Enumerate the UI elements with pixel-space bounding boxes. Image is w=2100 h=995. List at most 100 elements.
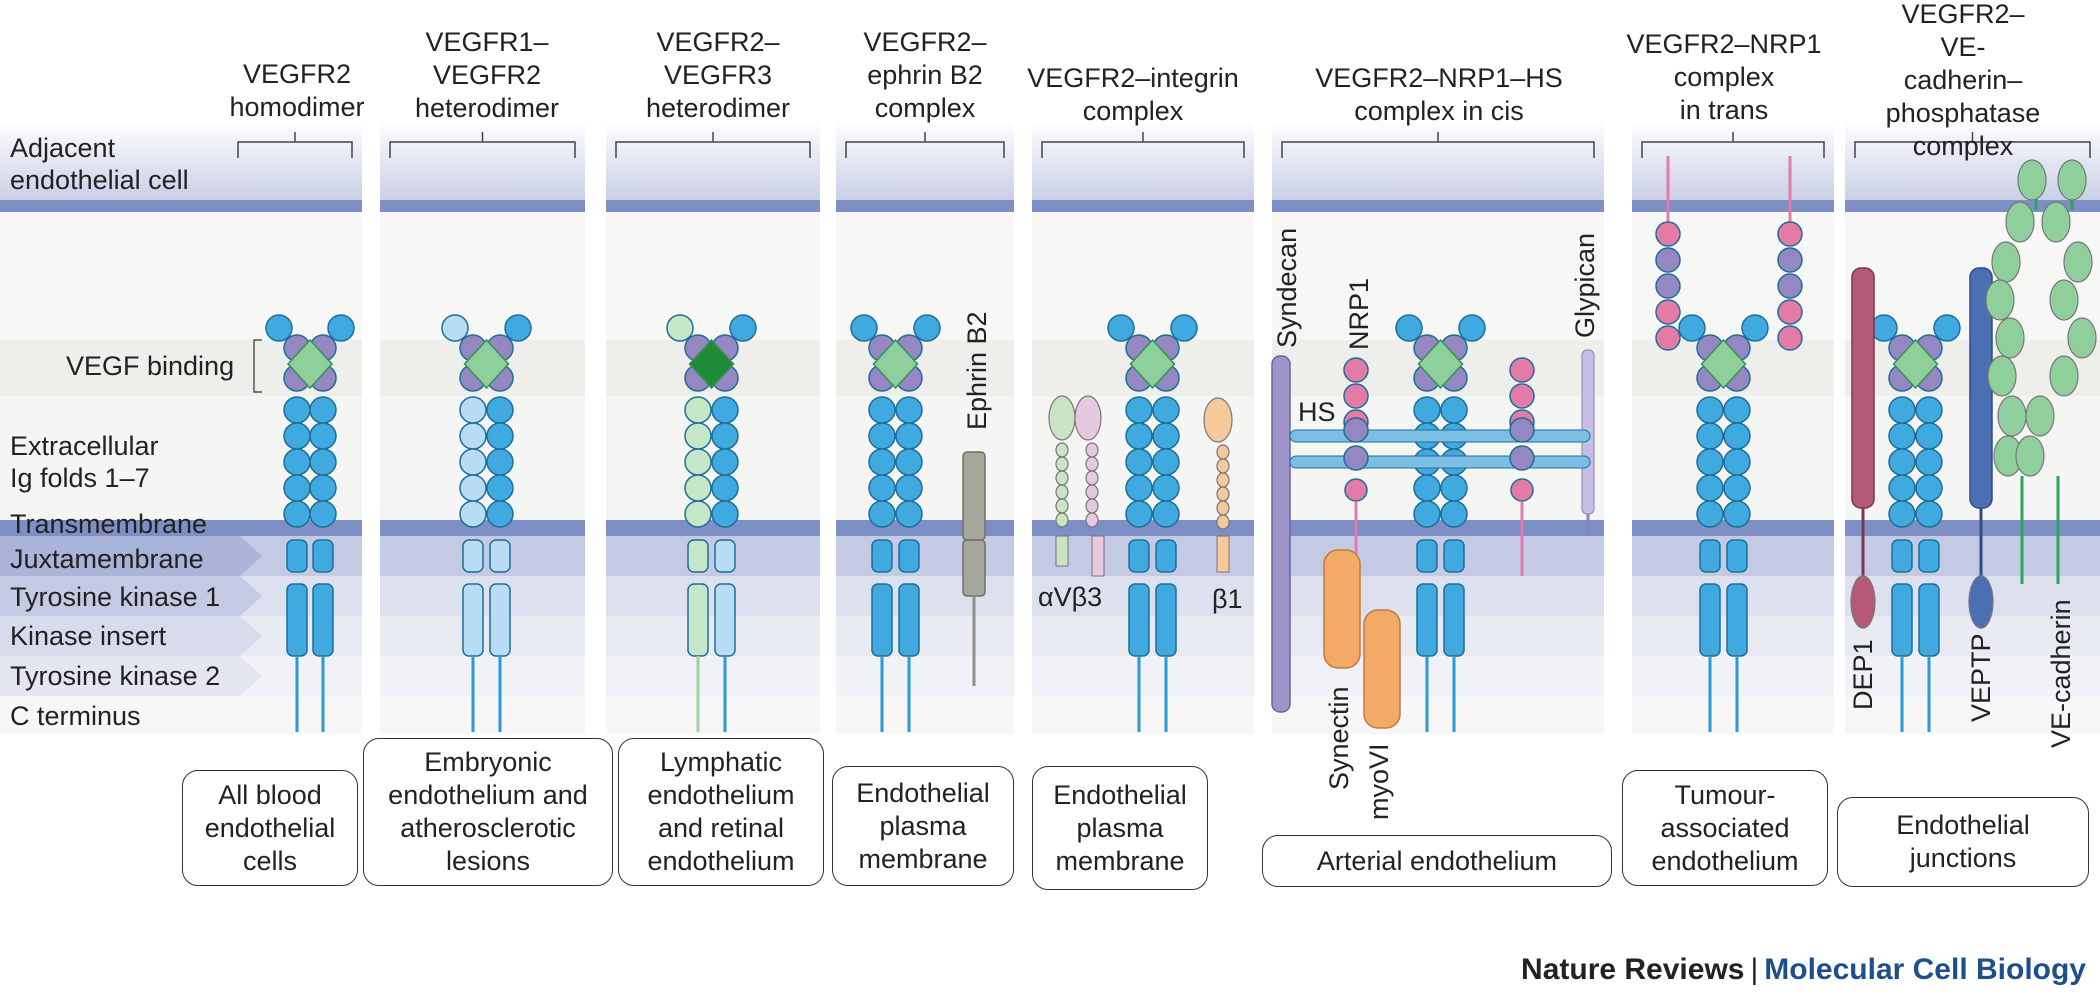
vegf-ligand-5 — [1417, 338, 1464, 390]
ig-fold-right-0-1 — [486, 396, 514, 424]
kinase-domain-right-1 — [489, 583, 511, 657]
integrin-av-leg-3 — [1055, 484, 1069, 500]
row-tab-3 — [0, 616, 262, 656]
ig-fold-left-1-4 — [1125, 422, 1153, 450]
c-terminus-band-3 — [836, 696, 1014, 734]
kinase-domain-right-7 — [1918, 583, 1940, 657]
kinase-domain-left-5 — [1416, 583, 1438, 657]
ig-fold-top-left-1 — [441, 314, 469, 342]
juxtamembrane-domain-right-2 — [714, 539, 736, 573]
integrin-b1-leg-5 — [1216, 514, 1230, 530]
label-ephrin-b2: Ephrin B2 — [962, 311, 992, 430]
vegf-ligand-4 — [1129, 338, 1176, 390]
nrp1-trans-left-a — [1655, 221, 1681, 247]
ig-fold-right-3-5 — [1440, 474, 1468, 502]
column-bracket-0 — [237, 132, 353, 158]
column-title-vegfr2-integrin: VEGFR2–integrin complex — [1027, 63, 1239, 126]
ig-fold-right-0-6 — [1723, 396, 1751, 424]
ig-fold-right-3-1 — [486, 474, 514, 502]
row-label-transmembrane: Transmembrane — [10, 509, 208, 539]
juxtamembrane-domain-left-2 — [687, 539, 709, 573]
row-label-tyrosine-kinase-2: Tyrosine kinase 2 — [10, 661, 221, 691]
ig-fold-top-right-7 — [1933, 314, 1961, 342]
ve-cadherin-domain-right-7 — [2015, 435, 2045, 477]
integrin-av-leg-5 — [1055, 512, 1069, 528]
extracellular-band-5 — [1272, 212, 1604, 340]
ig-fold-left-0-5 — [1413, 396, 1441, 424]
ig-fold-left-3-7 — [1888, 474, 1916, 502]
juxtamembrane-domain-left-4 — [1128, 539, 1150, 573]
kinase-domain-right-4 — [1155, 583, 1177, 657]
label-glypican: Glypican — [1570, 233, 1600, 338]
plasma-membrane-5 — [1272, 520, 1604, 536]
label-b1: β1 — [1212, 584, 1243, 614]
nrp1-trans-right-c-1 — [1777, 325, 1803, 351]
column-title-vegfr2-homodimer: VEGFR2 homodimer — [229, 59, 365, 122]
juxtamembrane-domain-right-0 — [312, 539, 334, 573]
row-label-juxtamembrane: Juxtamembrane — [10, 544, 204, 574]
ig-fold-right-3-7 — [1915, 474, 1943, 502]
adjacent-membrane-3 — [836, 200, 1014, 212]
ig-fold-right-2-2 — [711, 448, 739, 476]
ve-cadherin-domain-left-6 — [1997, 395, 2027, 437]
ig-fold-right-0-4 — [1152, 396, 1180, 424]
row-tab-0 — [0, 520, 262, 536]
ig-fold-right-1-0 — [309, 422, 337, 450]
ig-fold-left-1-0 — [283, 422, 311, 450]
juxtamembrane-band-3 — [836, 536, 1014, 576]
ig-fold-left-2-6 — [1696, 448, 1724, 476]
juxtamembrane-band-7 — [1845, 536, 2100, 576]
plasma-membrane-1 — [380, 520, 585, 536]
ve-cadherin-domain-right-0 — [2057, 159, 2087, 201]
ve-cadherin-domain-right-2 — [2063, 241, 2093, 283]
ve-cadherin-domain-left-0 — [2017, 159, 2047, 201]
juxtamembrane-domain-right-6 — [1726, 539, 1748, 573]
ig-fold-left-3-4 — [1125, 474, 1153, 502]
ig-fold-right-2-0 — [309, 448, 337, 476]
ig-fold-right-4-0 — [309, 500, 337, 528]
integrin-av-head — [1048, 395, 1076, 441]
juxtamembrane-band-5 — [1272, 536, 1604, 576]
ig-fold-top-right-1 — [504, 314, 532, 342]
ig-fold-left-1-3 — [868, 422, 896, 450]
ig-fold-left-3-1 — [459, 474, 487, 502]
nrp1-left-a-0 — [1343, 357, 1369, 383]
nrp1-right-a-0 — [1509, 357, 1535, 383]
ig-fold-right-4-6 — [1723, 500, 1751, 528]
integrin-b3-leg-0 — [1085, 442, 1099, 458]
row-label-extracellular: Extracellular Ig folds 1–7 — [10, 431, 159, 493]
syndecan-core — [1271, 355, 1291, 713]
nrp1-left-c — [1344, 478, 1368, 502]
label-dep1: DEP1 — [1848, 639, 1878, 710]
ig-fold-left-0-2 — [684, 396, 712, 424]
label-veptp: VEPTP — [1966, 633, 1996, 722]
label-nrp1: NRP1 — [1344, 278, 1374, 350]
kinase-domain-left-2 — [687, 583, 709, 657]
ve-cadherin-domain-right-1 — [2041, 201, 2071, 243]
nrp1-right-a-1 — [1509, 383, 1535, 409]
ig-fold-right-4-1 — [486, 500, 514, 528]
kinase-domain-left-6 — [1699, 583, 1721, 657]
kinase-insert-band-5 — [1272, 616, 1604, 656]
ig-fold-right-2-3 — [895, 448, 923, 476]
ig-fold-top-right-5 — [1458, 314, 1486, 342]
ig-fold-right-2-1 — [486, 448, 514, 476]
juxtamembrane-domain-right-5 — [1443, 539, 1465, 573]
ig-fold-right-2-4 — [1152, 448, 1180, 476]
dep1-ecd — [1851, 267, 1875, 509]
kinase-insert-band-2 — [606, 616, 820, 656]
row-tab-1 — [0, 536, 262, 576]
ig-fold-left-3-5 — [1413, 474, 1441, 502]
nrp1-left-b-1 — [1343, 445, 1369, 471]
column-title-vegfr1-vegfr2: VEGFR1– VEGFR2 heterodimer — [414, 27, 560, 123]
ig-fold-left-1-7 — [1888, 422, 1916, 450]
nrp1-trans-right-a — [1777, 221, 1803, 247]
integrin-b3-leg-3 — [1085, 484, 1099, 500]
label-myovi: myoVI — [1364, 743, 1394, 820]
tissue-box-all-blood: All blood endothelial cells — [182, 770, 358, 886]
dep1-phosphatase — [1850, 575, 1876, 629]
ig-fold-left-1-6 — [1696, 422, 1724, 450]
nrp1-trans-left-c-1 — [1655, 325, 1681, 351]
integrin-av-leg-0 — [1055, 442, 1069, 458]
adjacent-membrane-4 — [1032, 200, 1254, 212]
